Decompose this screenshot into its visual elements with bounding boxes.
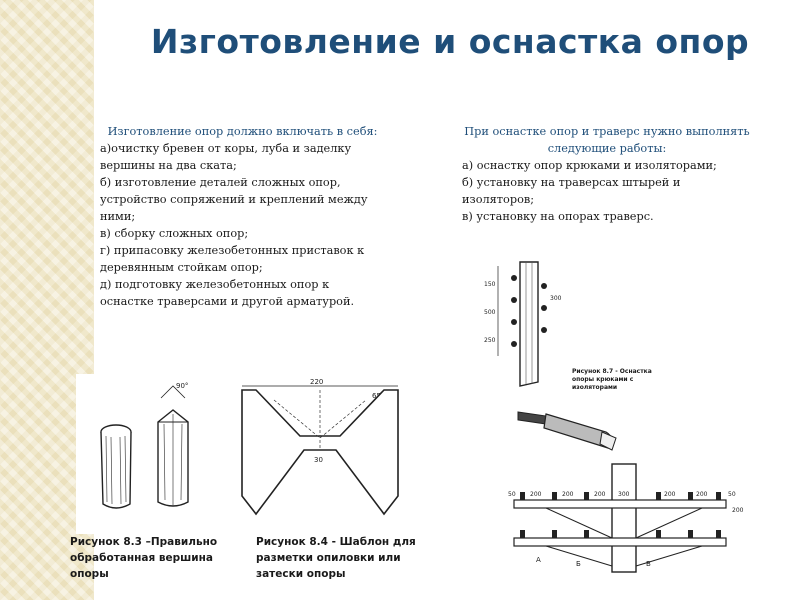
template-figure: 220 65 65 30 [234, 376, 406, 528]
crossarm-dim-label: 200 [732, 507, 744, 514]
slide-title: Изготовление и оснастка опор [150, 22, 750, 61]
template-right-dimension: 65 [372, 392, 381, 400]
template-top-dimension: 220 [310, 378, 323, 386]
crossarm-dim-label: 50 [728, 491, 736, 498]
hooks-figure: 150 500 250 300 [480, 256, 570, 390]
angle-label: 90° [176, 382, 188, 390]
crossarm-dim-label: 200 [530, 491, 542, 498]
list-item: в) установку на опорах траверс. [462, 210, 654, 223]
crossarm-dim-label: 50 [508, 491, 516, 498]
crossarm-drawing: 50 200 200 200 300 200 200 200 50 А Б В [508, 463, 744, 573]
list-item: а) оснастку опор крюками и изоляторами; [462, 159, 717, 172]
crossarm-part-label: А [536, 556, 541, 564]
list-item: д) подготовку железобетонных опор к осна… [100, 278, 355, 308]
list-item: а)очистку бревен от коры, луба и заделку… [100, 142, 352, 172]
hooks-upper-dimension: 150 [484, 281, 496, 288]
hooks-side-dimension: 300 [550, 295, 562, 302]
equipment-heading: При оснастке опор и траверс нужно выполн… [464, 125, 750, 155]
crossarm-part-label: Б [576, 560, 581, 568]
insulator-pin-drawing [517, 411, 617, 451]
hooks-mid-dimension: 500 [484, 309, 496, 316]
decorative-side-band [0, 0, 94, 600]
crossarm-dim-label: 200 [562, 491, 574, 498]
list-item: г) припасовку железобетонных приставок к… [100, 244, 365, 274]
crossarm-dim-label: 200 [664, 491, 676, 498]
pole-top-drawing: 90° [100, 382, 189, 509]
list-item: в) сборку сложных опор; [100, 227, 249, 240]
crossarm-dim-label: 200 [594, 491, 606, 498]
crossarm-part-label: В [646, 560, 651, 568]
crossarm-dim-label: 300 [618, 491, 630, 498]
list-item: б) установку на траверсах штырей и изоля… [462, 176, 681, 206]
hooks-lower-dimension: 250 [484, 337, 496, 344]
template-mid-dimension: 30 [314, 456, 323, 464]
crossarm-figure: 50 200 200 200 300 200 200 200 50 А Б В [506, 462, 744, 574]
fig-8-3-caption: Рисунок 8.3 –Правильно обработанная верш… [70, 536, 218, 580]
manufacturing-heading: Изготовление опор должно включать в себя… [107, 125, 378, 138]
template-drawing: 220 65 65 30 [241, 378, 399, 516]
pole-top-figure: 90° [76, 374, 236, 534]
list-item: б) изготовление деталей сложных опор, ус… [100, 176, 368, 223]
insulator-pin-figure [516, 398, 626, 456]
equipment-text-column: При оснастке опор и траверс нужно выполн… [462, 123, 752, 225]
crossarm-dim-label: 200 [696, 491, 708, 498]
fig-8-7-caption: Рисунок 8.7 - Оснастка опоры крюками с и… [572, 368, 652, 391]
fig-8-4-caption: Рисунок 8.4 - Шаблон для разметки опилов… [256, 536, 416, 580]
hooks-drawing: 150 500 250 300 [484, 261, 562, 387]
manufacturing-text-column: Изготовление опор должно включать в себя… [100, 123, 385, 310]
